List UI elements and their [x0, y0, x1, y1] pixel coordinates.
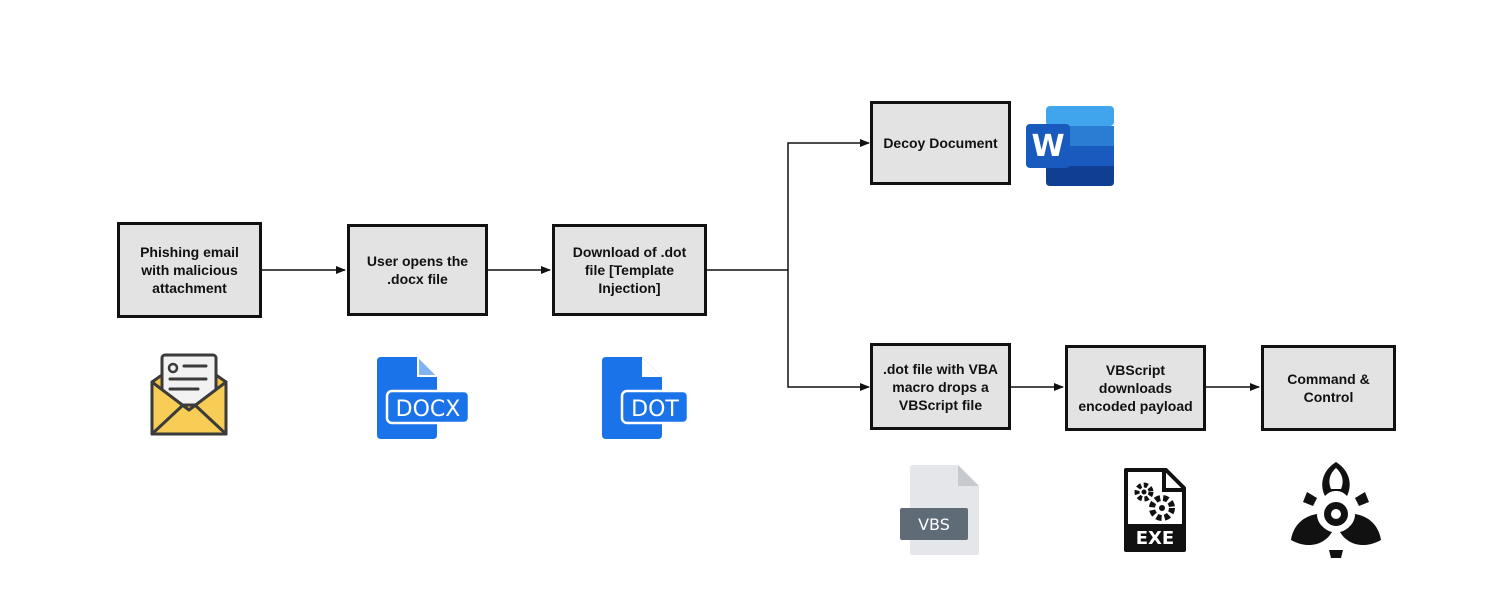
node-download-dot: Download of .dot file [Template Injectio…: [552, 224, 707, 316]
word-letter: W: [1031, 129, 1064, 164]
word-icon: W: [1026, 106, 1114, 186]
arrow-to-dot-vba: [787, 270, 870, 391]
node-phishing-email: Phishing email with malicious attachment: [117, 222, 262, 318]
docx-file-icon: DOCX: [377, 357, 471, 439]
node-decoy-document: Decoy Document: [870, 101, 1011, 185]
email-icon: [150, 353, 228, 436]
vbs-label: VBS: [918, 515, 950, 534]
exe-label: EXE: [1136, 528, 1174, 549]
vbs-file-icon: VBS: [900, 465, 979, 555]
biohazard-icon: [1291, 462, 1381, 558]
docx-label: DOCX: [396, 397, 461, 422]
dot-label: DOT: [631, 397, 679, 422]
node-dot-vba-macro: .dot file with VBA macro drops a VBScrip…: [870, 343, 1011, 430]
exe-file-icon: EXE: [1124, 468, 1186, 552]
dot-file-icon: DOT: [602, 357, 690, 439]
node-command-control: Command & Control: [1261, 345, 1396, 431]
arrow-to-decoy: [787, 139, 870, 270]
node-user-opens-docx: User opens the .docx file: [347, 224, 488, 316]
node-vbscript-downloads: VBScript downloads encoded payload: [1065, 345, 1206, 431]
